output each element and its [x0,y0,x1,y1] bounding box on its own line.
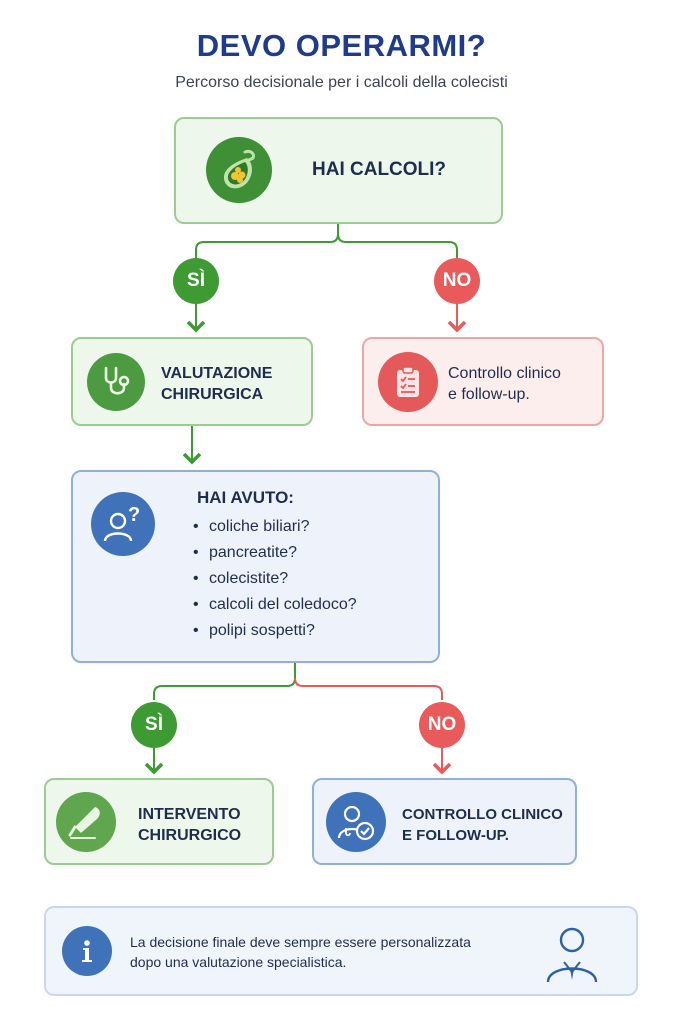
connector-history-no [294,677,443,700]
clinical-followup-box-2: CONTROLLO CLINICO E FOLLOW-UP. [312,778,577,865]
list-item: pancreatite? [193,544,357,570]
final-note-line1: La decisione finale deve sempre essere p… [130,934,471,950]
connector-step1-yes [195,224,339,258]
history-heading: HAI AVUTO: [197,488,294,507]
step-has-stones: HAI CALCOLI? [174,117,503,224]
page-title: DEVO OPERARMI? [196,28,487,63]
clinical-followup-1-line2: e follow-up. [448,386,530,403]
no-badge-1: NO [434,258,480,304]
surgery-line2: CHIRURGICO [138,827,242,844]
clinical-followup-box-1: Controllo clinico e follow-up. [362,337,604,426]
surgical-evaluation-box: VALUTAZIONE CHIRURGICA [71,337,313,426]
surgery-line1: INTERVENTO [138,806,241,823]
surgical-evaluation-line2: CHIRURGICA [161,386,264,403]
yes-badge-1: SÌ [173,258,219,304]
clipboard-icon [378,352,438,412]
surgical-evaluation-line1: VALUTAZIONE [161,365,273,382]
doctor-check-icon [326,792,386,852]
no-badge-2: NO [419,702,465,748]
gallbladder-icon [206,137,272,203]
specialist-icon [540,920,604,986]
yes-badge-2: SÌ [131,702,177,748]
surgery-box: INTERVENTO CHIRURGICO [44,778,274,865]
info-icon [62,926,112,976]
clinical-followup-2-line1: CONTROLLO CLINICO [402,806,563,823]
final-note-box: La decisione finale deve sempre essere p… [44,906,638,996]
history-list: coliche biliari? pancreatite? colecistit… [193,518,357,648]
list-item: calcoli del coledoco? [193,596,357,622]
clinical-followup-1-line1: Controllo clinico [448,365,561,382]
list-item: coliche biliari? [193,518,357,544]
connector-step1-no [337,233,458,258]
page-subtitle: Percorso decisionale per i calcoli della… [175,74,508,91]
person-question-icon: ? [91,492,155,556]
list-item: colecistite? [193,570,357,596]
history-questions-box: ? HAI AVUTO: coliche biliari? pancreatit… [71,470,440,663]
list-item: polipi sospetti? [193,622,357,648]
connector-history-yes [153,663,296,700]
scalpel-icon [56,792,116,852]
step-has-stones-label: HAI CALCOLI? [312,159,447,180]
stethoscope-icon [87,353,145,411]
clinical-followup-2-line2: E FOLLOW-UP. [402,827,509,844]
svg-text:?: ? [128,504,140,526]
final-note-line2: dopo una valutazione specialistica. [130,954,347,970]
